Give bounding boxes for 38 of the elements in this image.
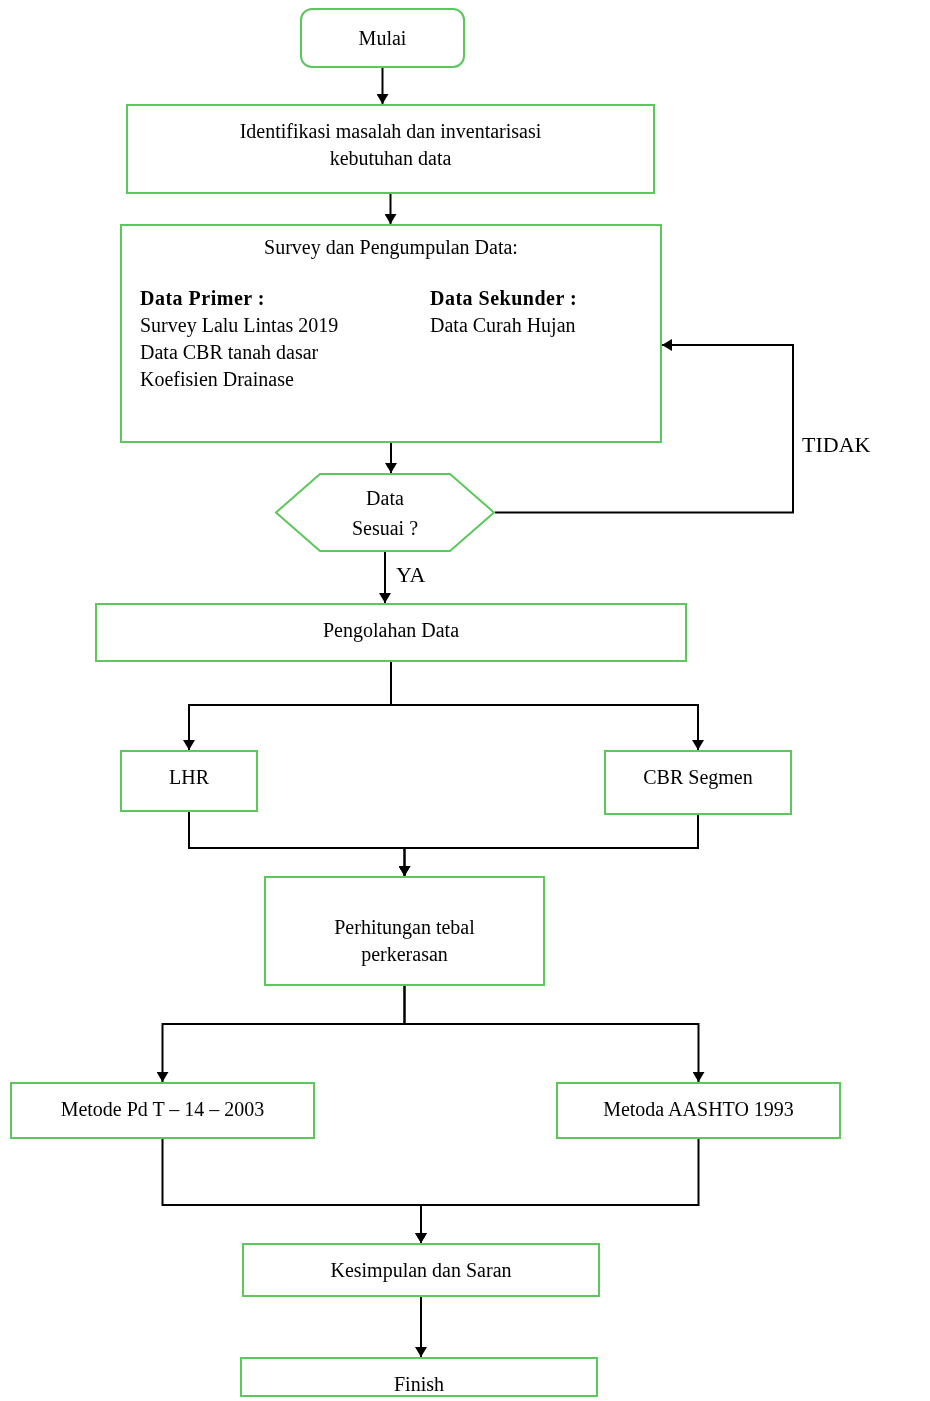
process-box bbox=[120, 750, 258, 812]
process-box bbox=[10, 1082, 315, 1139]
box-heading: Survey dan Pengumpulan Data: bbox=[263, 235, 519, 261]
arrow bbox=[403, 985, 705, 1083]
arrow bbox=[376, 67, 389, 105]
decision-text: Data Sesuai ? bbox=[350, 485, 420, 541]
process-box bbox=[242, 1243, 600, 1297]
process-box bbox=[556, 1082, 841, 1139]
box-text: Finish bbox=[393, 1372, 445, 1397]
arrow bbox=[415, 1138, 700, 1244]
box-text: Identifikasi masalah dan inventarisasi kebutuhan data bbox=[238, 119, 543, 171]
process-box bbox=[126, 104, 655, 194]
box-text: Pengolahan Data bbox=[321, 618, 461, 644]
box-text: Metoda AASHTO 1993 bbox=[602, 1097, 795, 1122]
list-item: Koefisien Drainase bbox=[140, 367, 295, 392]
process-box bbox=[95, 603, 687, 662]
arrow bbox=[384, 193, 397, 225]
process-box bbox=[120, 224, 662, 443]
arrow bbox=[379, 551, 391, 604]
arrow bbox=[494, 339, 794, 514]
arrow bbox=[398, 814, 699, 877]
arrow bbox=[385, 442, 397, 474]
box-text: LHR bbox=[168, 765, 210, 790]
terminal-box bbox=[300, 8, 465, 68]
box-text: Perhitungan tebal perkerasan bbox=[333, 915, 476, 968]
box-text: Kesimpulan dan Saran bbox=[329, 1258, 513, 1284]
box-text: CBR Segmen bbox=[642, 765, 754, 791]
list-item: Data Curah Hujan bbox=[430, 313, 577, 339]
list-item: Survey Lalu Lintas 2019 bbox=[140, 313, 340, 339]
section-heading: Data Sekunder : bbox=[430, 286, 578, 311]
process-box bbox=[264, 876, 545, 986]
section-heading: Data Primer : bbox=[140, 286, 266, 311]
process-box bbox=[240, 1357, 598, 1397]
box-text: Mulai bbox=[357, 25, 408, 51]
box-text: Metode Pd T – 14 – 2003 bbox=[59, 1097, 266, 1122]
list-item: Data CBR tanah dasar bbox=[140, 340, 320, 365]
arrow bbox=[415, 1296, 427, 1358]
process-box bbox=[604, 750, 792, 815]
